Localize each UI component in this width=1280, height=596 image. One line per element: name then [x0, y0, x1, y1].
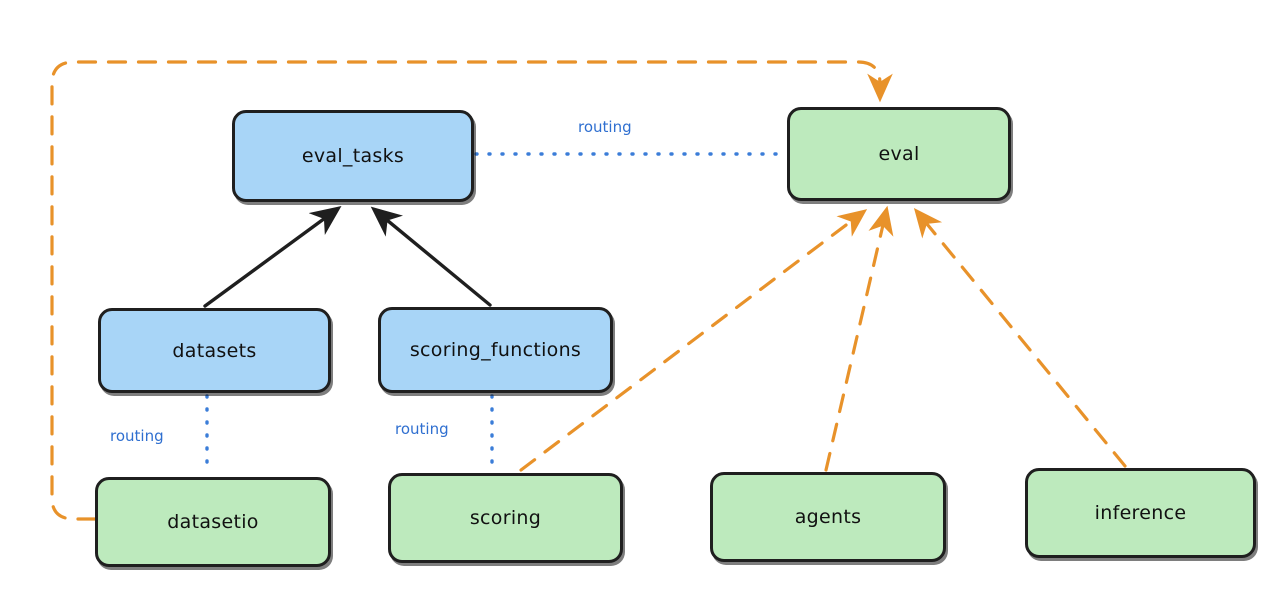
node-eval-tasks[interactable]: eval_tasks	[232, 110, 474, 202]
node-label: inference	[1094, 502, 1187, 524]
node-eval[interactable]: eval	[787, 107, 1011, 201]
node-scoring-functions[interactable]: scoring_functions	[378, 307, 613, 393]
edge-scoring_functions-to-eval_tasks	[370, 206, 492, 307]
node-datasets[interactable]: datasets	[98, 308, 331, 393]
node-datasetio[interactable]: datasetio	[95, 477, 331, 567]
node-agents[interactable]: agents	[710, 472, 946, 562]
node-label: datasetio	[167, 511, 259, 533]
node-label: scoring_functions	[409, 339, 582, 361]
edge-datasets-to-eval_tasks	[203, 205, 342, 308]
edge-label-routing-scoring: routing	[395, 420, 449, 438]
node-label: eval	[878, 143, 920, 165]
node-label: agents	[794, 506, 862, 528]
node-scoring[interactable]: scoring	[388, 473, 623, 563]
edge-label-routing-datasets: routing	[110, 427, 164, 445]
edge-agents-to-eval	[824, 205, 894, 472]
node-inference[interactable]: inference	[1025, 468, 1256, 558]
edge-inference-to-eval	[913, 208, 1127, 468]
node-label: eval_tasks	[301, 145, 405, 167]
edge-datasetio-to-eval	[50, 60, 893, 521]
node-label: scoring	[469, 507, 542, 529]
node-label: datasets	[172, 339, 257, 362]
edge-scoring-to-eval	[519, 209, 868, 472]
edge-label-routing-eval-tasks: routing	[578, 118, 632, 136]
